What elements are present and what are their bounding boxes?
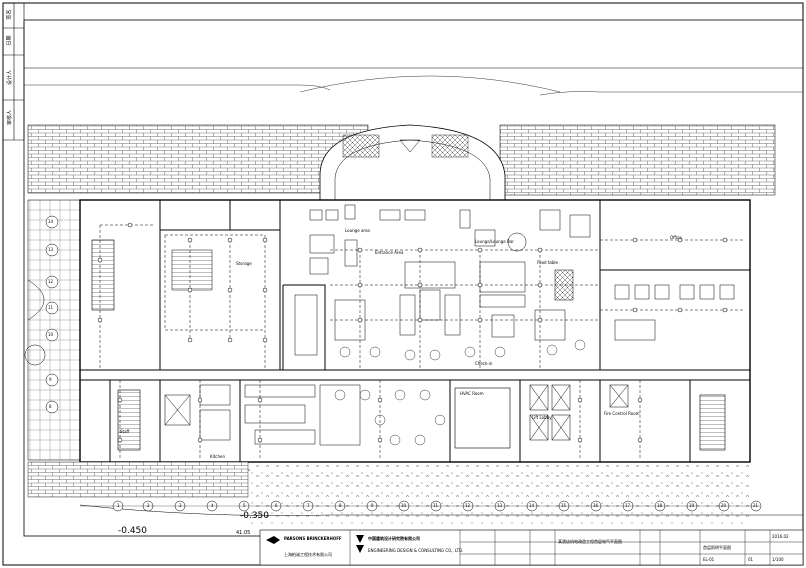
restroom-fixtures <box>614 284 735 341</box>
room-label-storage: Storage <box>236 261 252 266</box>
stair <box>91 239 115 311</box>
landscape-strip <box>250 465 750 525</box>
grid-axis-rows <box>45 215 59 414</box>
strip-sign: 签名 <box>6 9 13 20</box>
col-axis: 13 <box>497 503 503 508</box>
col-axis: 18 <box>657 503 663 508</box>
col-axis: 7 <box>307 503 310 508</box>
curb-line <box>79 504 803 516</box>
level-marker-lower: -0.450 <box>118 526 148 536</box>
row-axis-11: 11 <box>48 305 54 310</box>
col-axis: 10 <box>401 503 407 508</box>
drawing-frame <box>23 19 804 537</box>
col-axis: 20 <box>721 503 727 508</box>
room-label-check-in: Check-in <box>475 361 493 366</box>
interior-walls <box>80 200 750 462</box>
col-axis: 17 <box>625 503 631 508</box>
room-label-kitchen: Kitchen <box>210 454 226 459</box>
stair <box>699 394 726 451</box>
level-marker-partial: 41.05 <box>236 530 251 536</box>
tb-firm-1-cn: 上海柏诚工程技术有限公司 <box>284 552 332 557</box>
title-block <box>259 529 804 566</box>
col-axis: 8 <box>339 503 342 508</box>
room-label-hvac: HVAC Room <box>460 391 484 396</box>
tb-drawing-title: 首层照明平面图 <box>703 545 731 550</box>
road-line <box>539 91 803 96</box>
col-axis: 4 <box>211 503 214 508</box>
room-label-lounge: Lounge area <box>345 228 370 233</box>
kitchen-equipment <box>199 384 361 446</box>
col-axis: 19 <box>689 503 695 508</box>
light-fixtures <box>97 222 728 443</box>
grid-axis-cols <box>112 500 762 512</box>
tb-scale: 1/100 <box>772 557 784 562</box>
tb-firm-2-en: ENGINEERING DESIGN & CONSULTING CO., LTD… <box>368 548 464 553</box>
dining-tables <box>334 339 586 446</box>
col-axis: 14 <box>529 503 535 508</box>
tb-firm-2: 中国建筑设计研究院有限公司 <box>368 536 420 541</box>
lighting-circuits <box>90 199 745 460</box>
strip-designer: 设计人 <box>7 69 14 86</box>
row-axis-14: 14 <box>48 219 54 224</box>
hvac-room-box <box>454 387 511 449</box>
col-axis: 1 <box>117 503 120 508</box>
row-axis-12: 12 <box>48 279 54 284</box>
tb-sheet-no: 01 <box>748 557 754 562</box>
lift-shafts <box>164 384 629 441</box>
col-axis: 5 <box>243 503 246 508</box>
col-axis: 3 <box>179 503 182 508</box>
tb-project: 某酒店机电改造工程首层电气平面图 <box>558 539 622 544</box>
brick-paving <box>499 124 776 196</box>
stair <box>117 389 141 451</box>
room-label-office: Office <box>670 235 682 240</box>
road-line <box>24 84 331 91</box>
row-axis-10: 10 <box>48 332 54 337</box>
col-axis: 6 <box>275 503 278 508</box>
col-axis: 16 <box>593 503 599 508</box>
cn-firm-logo <box>356 535 364 553</box>
brick-paving <box>27 124 369 194</box>
lounge-furniture <box>294 204 591 356</box>
room-label-staff: Staff <box>120 429 130 434</box>
tb-date: 2016.02 <box>772 534 789 539</box>
row-axis-13: 13 <box>48 247 54 252</box>
row-axis-9: 9 <box>49 377 52 382</box>
col-axis: 11 <box>433 503 439 508</box>
room-label-fire-control: Fire Control Room <box>604 411 640 416</box>
col-axis: 15 <box>561 503 567 508</box>
strip-reviewer: 审核人 <box>7 109 14 126</box>
col-axis: 21 <box>753 503 759 508</box>
col-axis: 2 <box>147 503 150 508</box>
room-label-entrance: Entrance Area <box>375 250 404 255</box>
tb-drawing-no: EL-01 <box>703 557 715 562</box>
room-label-lounge-bar: Lounge/Lounge Bar <box>475 239 514 244</box>
room-label-food-table: Food table <box>537 260 558 265</box>
stair <box>171 249 213 291</box>
row-axis-8: 8 <box>49 404 52 409</box>
tb-firm-1: PARSONS BRINCKERHOFF <box>284 536 342 541</box>
pb-logo <box>266 536 280 544</box>
strip-date: 日期 <box>6 35 13 46</box>
room-label-lift-lobby: Lift Lobby <box>532 415 552 420</box>
col-axis: 12 <box>465 503 471 508</box>
col-axis: 9 <box>371 503 374 508</box>
level-marker-upper: -0.350 <box>240 511 270 521</box>
